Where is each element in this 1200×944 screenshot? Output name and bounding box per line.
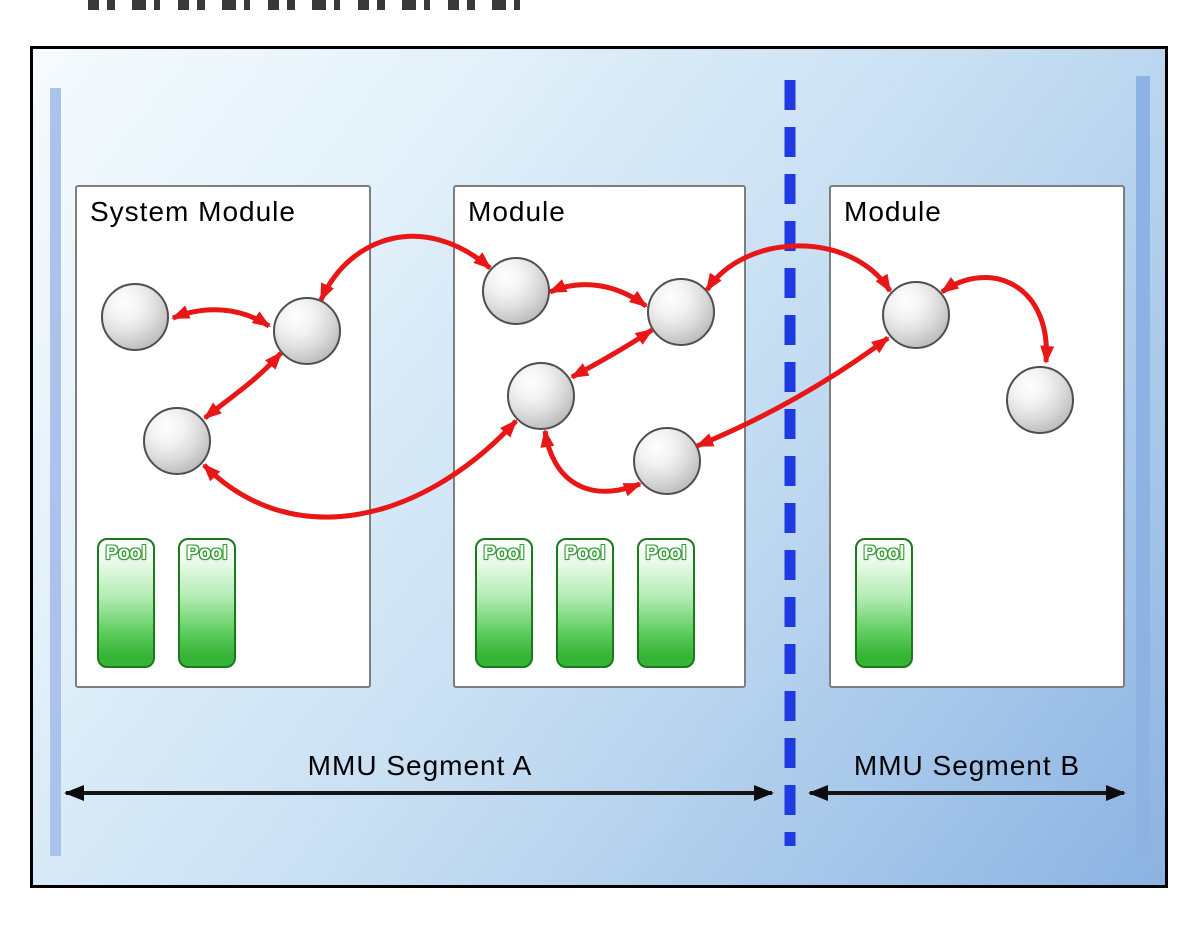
pool: Pool [855,538,913,668]
node-a2 [273,297,341,365]
module-title: Module [468,196,566,227]
node-a3 [143,407,211,475]
module-title: Module [844,196,942,227]
node-c2 [1006,366,1074,434]
node-b1 [482,257,550,325]
module-title: System Module [90,196,296,227]
segment-b-label: MMU Segment B [853,750,1081,781]
node-a1 [101,283,169,351]
node-b4 [633,427,701,495]
segment-a-label: MMU Segment A [307,750,533,781]
pool-label: Pool [564,543,606,564]
pool-label: Pool [645,543,687,564]
pool: Pool [178,538,236,668]
pool-label: Pool [863,543,905,564]
pool: Pool [97,538,155,668]
pool-label: Pool [186,543,228,564]
node-c1 [882,281,950,349]
node-b2 [647,278,715,346]
pool-label: Pool [483,543,525,564]
pool-label: Pool [105,543,147,564]
top-edge-artifact [88,0,533,10]
pool: Pool [475,538,533,668]
left-memory-bar [50,88,61,856]
pool: Pool [637,538,695,668]
node-b3 [507,362,575,430]
pool: Pool [556,538,614,668]
right-memory-bar [1136,76,1150,856]
